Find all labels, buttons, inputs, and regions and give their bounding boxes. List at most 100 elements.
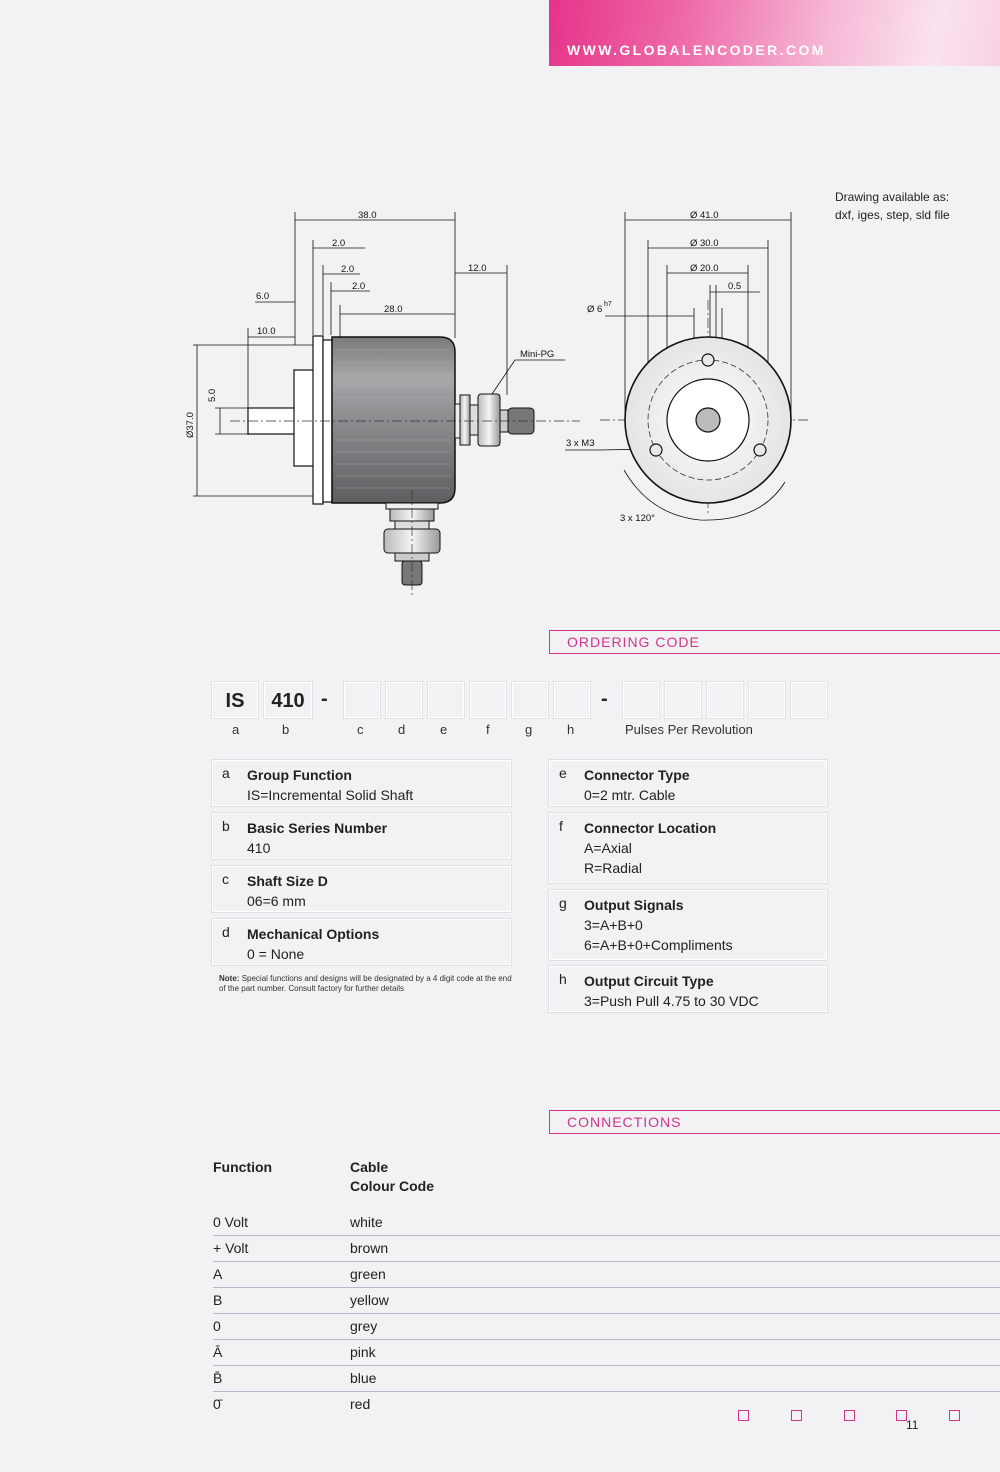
- square-icon: [738, 1410, 749, 1421]
- ordering-code-title: ORDERING CODE: [567, 634, 700, 650]
- option-letter: c: [222, 871, 229, 887]
- code-label-f: f: [486, 722, 490, 737]
- dim-h7: h7: [604, 301, 612, 308]
- option-title: Output Circuit Type: [584, 973, 714, 989]
- code-label-ppr: Pulses Per Revolution: [625, 722, 753, 737]
- option-letter: g: [559, 895, 567, 911]
- row-function: B: [213, 1292, 223, 1308]
- option-value: 6=A+B+0+Compliments: [584, 937, 733, 953]
- code-box-h[interactable]: [554, 682, 590, 718]
- square-icon: [844, 1410, 855, 1421]
- row-color: grey: [350, 1318, 378, 1334]
- connections-title: CONNECTIONS: [567, 1114, 682, 1130]
- code-box-ppr-4[interactable]: [749, 682, 785, 718]
- dim-28: 28.0: [384, 304, 403, 315]
- option-title: Group Function: [247, 767, 352, 783]
- code-box-e[interactable]: [428, 682, 464, 718]
- label-mini-pg: Mini-PG: [520, 349, 554, 360]
- table-row: B yellow: [213, 1288, 1000, 1314]
- dim-dia-6: Ø 6: [587, 304, 602, 315]
- code-label-e: e: [440, 722, 448, 737]
- square-icon: [791, 1410, 802, 1421]
- code-box-f[interactable]: [470, 682, 506, 718]
- table-row: B̄ blue: [213, 1366, 1000, 1392]
- option-letter: d: [222, 924, 230, 940]
- row-color: white: [350, 1214, 383, 1230]
- option-title: Output Signals: [584, 897, 684, 913]
- code-box-c[interactable]: [344, 682, 380, 718]
- row-color: blue: [350, 1370, 377, 1386]
- row-color: brown: [350, 1240, 389, 1256]
- option-letter: a: [222, 765, 230, 781]
- option-letter: f: [559, 818, 563, 834]
- square-icon: [949, 1410, 960, 1421]
- page-number: 11: [906, 1418, 919, 1432]
- option-e: e Connector Type 0=2 mtr. Cable: [549, 760, 827, 806]
- option-title: Mechanical Options: [247, 926, 380, 942]
- option-title: Connector Type: [584, 767, 690, 783]
- dim-10: 10.0: [257, 326, 276, 337]
- connections-header: CONNECTIONS: [549, 1110, 1000, 1134]
- drawing-note-line-1: Drawing available as:: [835, 190, 950, 204]
- row-function: Ā: [213, 1344, 223, 1360]
- option-letter: h: [559, 971, 567, 987]
- option-title: Connector Location: [584, 820, 717, 836]
- dim-12: 12.0: [468, 263, 487, 274]
- option-c: c Shaft Size D 06=6 mm: [212, 866, 511, 912]
- dim-2a: 2.0: [332, 238, 345, 249]
- code-box-d[interactable]: [386, 682, 422, 718]
- option-value: 3=Push Pull 4.75 to 30 VDC: [584, 993, 759, 1009]
- option-d: d Mechanical Options 0 = None: [212, 919, 511, 965]
- code-label-g: g: [525, 722, 533, 737]
- label-3xm3: 3 x M3: [566, 438, 595, 449]
- code-box-ppr-1[interactable]: [623, 682, 659, 718]
- ordering-note: Note: Special functions and designs will…: [219, 974, 519, 994]
- website-url[interactable]: WWW.GLOBALENCODER.COM: [567, 42, 826, 58]
- note-label: Note:: [219, 974, 240, 983]
- code-box-ppr-3[interactable]: [707, 682, 743, 718]
- code-label-a: a: [232, 722, 240, 737]
- note-text: Special functions and designs will be de…: [219, 974, 512, 993]
- dim-5: 5.0: [207, 389, 218, 402]
- table-row: A green: [213, 1262, 1000, 1288]
- dim-dia-20: Ø 20.0: [690, 263, 719, 274]
- code-box-ppr-2[interactable]: [665, 682, 701, 718]
- col-header-function: Function: [213, 1159, 273, 1175]
- dim-dia-30: Ø 30.0: [690, 238, 719, 249]
- option-h: h Output Circuit Type 3=Push Pull 4.75 t…: [549, 966, 827, 1012]
- table-row: Ā pink: [213, 1340, 1000, 1366]
- option-value: R=Radial: [584, 860, 642, 876]
- option-a: a Group Function IS=Incremental Solid Sh…: [212, 760, 511, 806]
- option-f: f Connector Location A=Axial R=Radial: [549, 813, 827, 883]
- table-row: 0̄ red: [213, 1392, 1000, 1418]
- row-function: A: [213, 1266, 223, 1282]
- dim-2b: 2.0: [341, 264, 354, 275]
- dim-6: 6.0: [256, 291, 269, 302]
- option-value: 0=2 mtr. Cable: [584, 787, 676, 803]
- dim-2c: 2.0: [352, 281, 365, 292]
- row-function: 0: [213, 1318, 221, 1334]
- drawing-note: Drawing available as: dxf, iges, step, s…: [835, 188, 950, 224]
- option-value: IS=Incremental Solid Shaft: [247, 787, 414, 803]
- ordering-code-header: ORDERING CODE: [549, 630, 1000, 654]
- square-icon: [896, 1410, 907, 1421]
- table-row: 0 grey: [213, 1314, 1000, 1340]
- code-label-b: b: [282, 722, 290, 737]
- col-header-cable: Cable Colour Code: [350, 1158, 434, 1196]
- code-box-a: IS: [212, 682, 258, 718]
- option-value: 0 = None: [247, 946, 305, 962]
- option-letter: b: [222, 818, 230, 834]
- row-function: B̄: [213, 1370, 223, 1386]
- option-value: 410: [247, 840, 271, 856]
- row-color: red: [350, 1396, 371, 1412]
- row-color: pink: [350, 1344, 376, 1360]
- table-row: + Volt brown: [213, 1236, 1000, 1262]
- row-function: 0 Volt: [213, 1214, 249, 1230]
- code-box-g[interactable]: [512, 682, 548, 718]
- code-box-ppr-5[interactable]: [791, 682, 827, 718]
- dim-dia-41: Ø 41.0: [690, 210, 719, 221]
- row-color: yellow: [350, 1292, 389, 1308]
- option-value: 3=A+B+0: [584, 917, 643, 933]
- dim-38: 38.0: [358, 210, 377, 221]
- option-value: A=Axial: [584, 840, 632, 856]
